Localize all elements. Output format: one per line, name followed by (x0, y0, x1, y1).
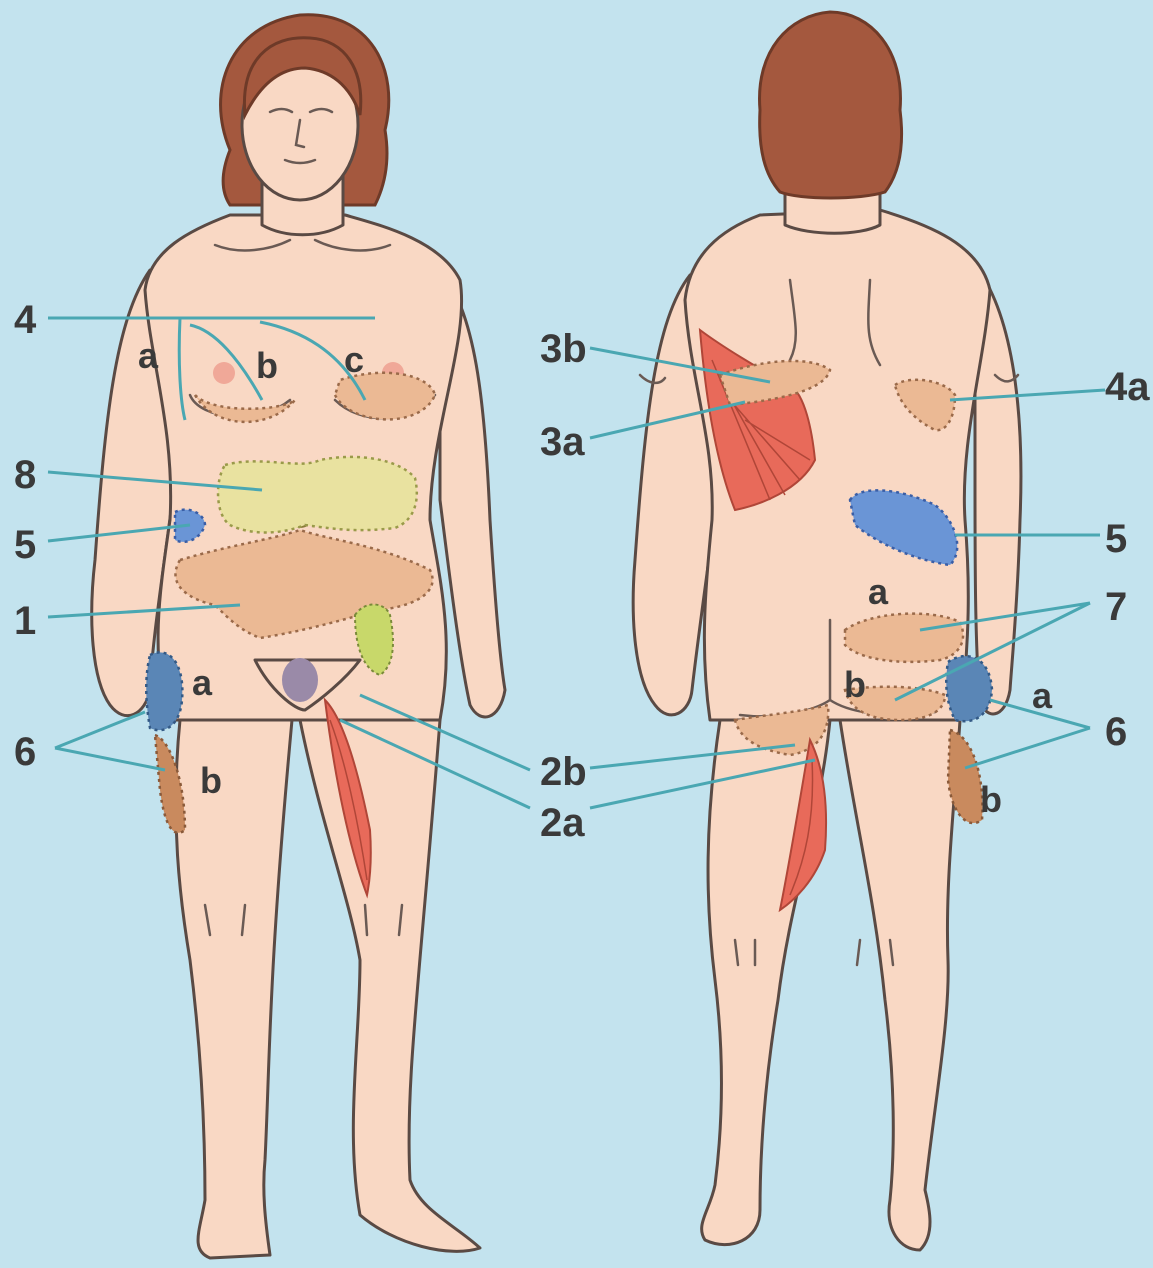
label-4-a: a (138, 335, 159, 376)
label-7-a: a (868, 571, 889, 612)
label-7: 7 (1105, 585, 1127, 629)
label-3a: 3a (540, 420, 585, 464)
label-6-a: a (192, 662, 213, 703)
label-4a: 4a (1105, 365, 1150, 409)
label-6: 6 (14, 730, 36, 774)
label-7-b: b (844, 664, 866, 705)
label-4: 4 (14, 298, 37, 342)
label-1: 1 (14, 599, 36, 643)
back-figure (633, 12, 1021, 1250)
label-2a: 2a (540, 801, 585, 845)
label-6-back-a: a (1032, 675, 1053, 716)
label-6-b: b (200, 760, 222, 801)
label-4-b: b (256, 345, 278, 386)
label-2b: 2b (540, 750, 587, 794)
label-8: 8 (14, 453, 36, 497)
label-4-c: c (344, 339, 364, 380)
front-figure (92, 15, 505, 1258)
label-5: 5 (14, 523, 36, 567)
label-5-back: 5 (1105, 517, 1127, 561)
label-6-back-b: b (980, 779, 1002, 820)
label-6-back: 6 (1105, 710, 1127, 754)
label-3b: 3b (540, 327, 587, 371)
